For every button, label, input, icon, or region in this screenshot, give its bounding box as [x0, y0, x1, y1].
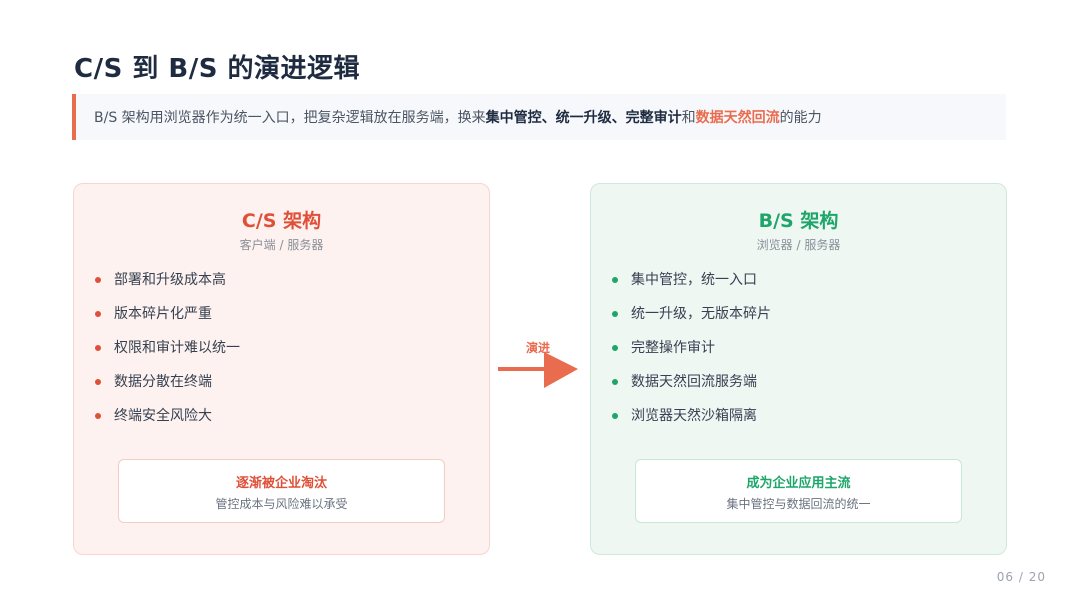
cs-points-list: 部署和升级成本高 版本碎片化严重 权限和审计难以统一 数据分散在终端 终端安全风…	[94, 270, 240, 440]
list-item-text: 权限和审计难以统一	[114, 340, 240, 356]
list-item: 权限和审计难以统一	[94, 338, 240, 372]
bs-architecture-card: B/S 架构 浏览器 / 服务器 集中管控，统一入口 统一升级，无版本碎片 完整…	[590, 183, 1007, 555]
summary-text-part2: 和	[681, 110, 696, 126]
list-item: 终端安全风险大	[94, 406, 240, 440]
cs-conclusion-box: 逐渐被企业淘汰 管控成本与风险难以承受	[118, 459, 445, 523]
bullet-dot-icon	[612, 277, 618, 283]
bullet-dot-icon	[95, 345, 101, 351]
cs-card-title: C/S 架构	[241, 210, 322, 232]
bullet-dot-icon	[95, 277, 101, 283]
list-item-text: 终端安全风险大	[114, 408, 212, 424]
bs-conclusion-title: 成为企业应用主流	[746, 476, 851, 491]
bullet-dot-icon	[612, 311, 618, 317]
list-item: 集中管控，统一入口	[611, 270, 771, 304]
summary-text-part1: B/S 架构用浏览器作为统一入口，把复杂逻辑放在服务端，换来	[94, 110, 486, 126]
list-item: 统一升级，无版本碎片	[611, 304, 771, 338]
page-number: 06 / 20	[996, 570, 1046, 584]
cs-conclusion-subtitle: 管控成本与风险难以承受	[215, 497, 348, 511]
page-title: C/S 到 B/S 的演进逻辑	[74, 54, 360, 84]
bs-points-list: 集中管控，统一入口 统一升级，无版本碎片 完整操作审计 数据天然回流服务端 浏览…	[611, 270, 771, 440]
bullet-dot-icon	[95, 379, 101, 385]
list-item-text: 数据天然回流服务端	[631, 374, 757, 390]
list-item-text: 数据分散在终端	[114, 374, 212, 390]
list-item-text: 部署和升级成本高	[114, 272, 226, 288]
arrow-right-icon	[498, 352, 578, 388]
bullet-dot-icon	[612, 413, 618, 419]
list-item-text: 版本碎片化严重	[114, 306, 212, 322]
list-item-text: 浏览器天然沙箱隔离	[631, 408, 757, 424]
list-item: 浏览器天然沙箱隔离	[611, 406, 771, 440]
bullet-dot-icon	[612, 379, 618, 385]
summary-text-strong: 集中管控、统一升级、完整审计	[485, 110, 682, 126]
bs-card-title: B/S 架构	[758, 210, 839, 232]
summary-text-accent: 数据天然回流	[695, 110, 780, 126]
list-item-text: 完整操作审计	[631, 340, 715, 356]
list-item-text: 统一升级，无版本碎片	[631, 306, 771, 322]
summary-text-part3: 的能力	[779, 110, 822, 126]
summary-callout: B/S 架构用浏览器作为统一入口，把复杂逻辑放在服务端，换来集中管控、统一升级、…	[72, 94, 1006, 140]
list-item: 完整操作审计	[611, 338, 771, 372]
list-item: 部署和升级成本高	[94, 270, 240, 304]
list-item-text: 集中管控，统一入口	[631, 272, 757, 288]
list-item: 数据分散在终端	[94, 372, 240, 406]
bs-conclusion-subtitle: 集中管控与数据回流的统一	[726, 497, 871, 511]
list-item: 数据天然回流服务端	[611, 372, 771, 406]
bullet-dot-icon	[95, 413, 101, 419]
cs-card-subtitle: 客户端 / 服务器	[239, 238, 324, 252]
bullet-dot-icon	[612, 345, 618, 351]
bullet-dot-icon	[95, 311, 101, 317]
list-item: 版本碎片化严重	[94, 304, 240, 338]
bs-card-subtitle: 浏览器 / 服务器	[756, 238, 841, 252]
bs-conclusion-box: 成为企业应用主流 集中管控与数据回流的统一	[635, 459, 962, 523]
cs-architecture-card: C/S 架构 客户端 / 服务器 部署和升级成本高 版本碎片化严重 权限和审计难…	[73, 183, 490, 555]
evolution-label: 演进	[525, 341, 550, 355]
cs-conclusion-title: 逐渐被企业淘汰	[235, 476, 327, 491]
